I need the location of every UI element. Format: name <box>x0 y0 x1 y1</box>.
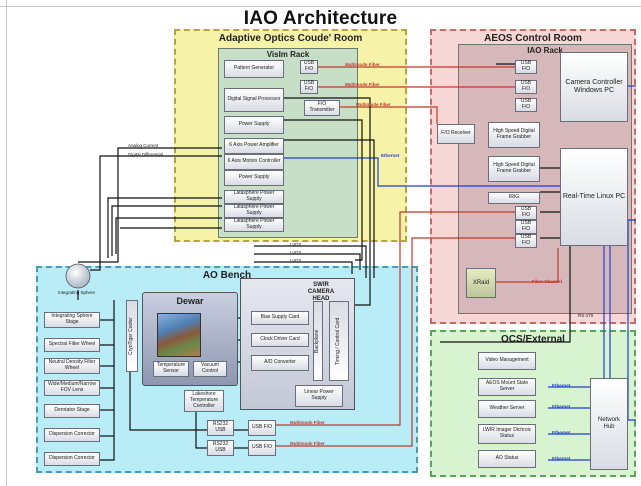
label-multimode-4: Multimode Fiber <box>290 420 325 425</box>
swir-title: SWIR CAMERA HEAD <box>307 282 335 303</box>
spectral-filter-wheel: Spectral Filter Wheel <box>44 338 100 352</box>
irig: IRIG <box>488 192 540 204</box>
power-supply-2: Power Supply <box>224 170 284 186</box>
top-ruler <box>0 0 641 7</box>
control-room-title: AEOS Control Room <box>484 33 582 44</box>
dispersion-corrector-2: Dispersion Corrector <box>44 452 100 466</box>
xraid: XRaid <box>466 268 496 298</box>
visim-usb-fo-1: USB F/O <box>300 60 318 74</box>
integrating-sphere-stage: Integrating Sphere Stage <box>44 312 100 328</box>
label-multimode-2: Multimode Fiber <box>345 82 380 87</box>
dispersion-corrector-1: Dispersion Corrector <box>44 428 100 442</box>
ad-converter: A/D Converter <box>251 355 309 371</box>
label-lvds-3: LVDS <box>290 258 302 263</box>
dewar-photo <box>157 313 201 357</box>
realtime-linux-pc: Real-Time Linux PC <box>560 148 628 246</box>
fiber-3 <box>340 106 438 124</box>
label-rs170: RS-170 <box>578 313 594 318</box>
aeos-mount-state-server: AEOS Mount State Server <box>478 378 536 396</box>
iao-usb-fo-4: USB F/O <box>515 206 537 220</box>
fibre-channel-wire <box>496 248 559 283</box>
label-lvds-2: LVDS <box>290 250 302 255</box>
iao-usb-fo-6: USB F/O <box>515 234 537 248</box>
label-analog-current: Analog Current <box>128 143 159 148</box>
lakeshore-controller: Lakeshore Temperature Controller <box>184 390 224 412</box>
frame-grabber-1: High Speed Digital Frame Grabber <box>488 122 540 148</box>
axis-power-amplifier: 6 Axis Power Amplifier <box>224 138 284 154</box>
lataphere-supply-3: Latasphere Power Supply <box>224 218 284 232</box>
iao-usb-fo-3: USB F/O <box>515 98 537 112</box>
derotator-stage: Derotator Stage <box>44 404 100 418</box>
rs232-usb-1: RS232 USB <box>207 420 234 436</box>
axis-motion-controller: 6 Axis Motion Controller <box>224 154 284 170</box>
bench-usb-fo-a: USB F/O <box>248 420 276 436</box>
analog-current-wire <box>78 147 222 263</box>
linear-power-supply: Linear Power Supply <box>295 385 343 407</box>
clock-driver-card: Clock Driver Card <box>251 333 309 347</box>
iao-usb-fo-1: USB F/O <box>515 60 537 74</box>
label-digital-differential: Digital Differential <box>128 152 164 157</box>
ocs-title: OCS/External <box>501 334 565 345</box>
integrating-sphere-icon <box>65 263 91 289</box>
label-ethernet-3: Ethernet <box>552 404 571 409</box>
network-hub: Network Hub <box>590 378 628 470</box>
digital-diff-wire <box>90 155 222 271</box>
label-fibre-channel: Fibre Channel <box>532 279 563 284</box>
label-lvds-1: LVDS <box>290 242 302 247</box>
label-ethernet-5: Ethernet <box>552 456 571 461</box>
nd-filter-wheel: Neutral Density Filter Wheel <box>44 358 100 374</box>
swir-camera-head: SWIR CAMERA HEAD Bias Supply Card Clock … <box>240 278 355 410</box>
lataphere-supply-1: Latasphere Power Supply <box>224 190 284 204</box>
label-multimode-1: Multimode Fiber <box>345 62 380 67</box>
temperature-sensor: Temperature Sensor <box>153 361 189 377</box>
lvds-wire-2 <box>254 261 353 274</box>
dewar-title: Dewar <box>176 296 204 306</box>
integrating-sphere-label: Integrating Sphere <box>58 290 96 295</box>
ao-status: AO Status <box>478 450 536 468</box>
rs232-usb-2: RS232 USB <box>207 440 234 456</box>
dewar: Dewar Temperature Sensor Vacuum Control <box>142 292 238 386</box>
fo-receiver: F/O Receiver <box>437 124 475 144</box>
power-supply-1: Power Supply <box>224 116 284 134</box>
lvds-wire-3 <box>254 245 367 278</box>
lvds-wire-1 <box>254 253 361 270</box>
bias-supply-card: Bias Supply Card <box>251 311 309 325</box>
label-multimode-3: Multimode Fiber <box>356 102 391 107</box>
fiber-5 <box>276 237 515 447</box>
lataphere-supply-2: Latasphere Power Supply <box>224 204 284 218</box>
ethernet-main <box>284 157 560 187</box>
cryotiger-cooler: CryoTiger Cooler <box>126 300 138 372</box>
label-ethernet-2: Ethernet <box>552 383 571 388</box>
video-management: Video Management <box>478 352 536 370</box>
digital-signal-processor: Digital Signal Processor <box>224 88 284 112</box>
weather-server: Weather Server <box>478 400 536 418</box>
fo-transmitter: F/O Transmitter <box>304 100 340 116</box>
camera-controller-pc: Camera Controller Windows PC <box>560 52 628 122</box>
fiber-4 <box>276 211 515 426</box>
backplane: Backplane <box>313 301 323 381</box>
diagram-title: IAO Architecture <box>243 8 398 29</box>
visim-usb-fo-2: USB F/O <box>300 80 318 94</box>
left-ruler <box>0 0 7 486</box>
timing-control-card: Timing / Control Card <box>329 301 349 381</box>
label-ethernet-4: Ethernet <box>552 430 571 435</box>
vacuum-control: Vacuum Control <box>193 361 227 377</box>
visim-rack-title: VisIm Rack <box>266 50 310 59</box>
label-ethernet-1: Ethernet <box>381 153 400 158</box>
iao-rack-title: IAO Rack <box>527 46 563 55</box>
coude-room-title: Adaptive Optics Coude' Room <box>218 33 363 44</box>
bench-usb-fo-b: USB F/O <box>248 440 276 456</box>
pattern-generator: Pattern Generator <box>224 60 284 78</box>
fov-lens: Wide/Medium/Narrow FOV Lens <box>44 380 100 396</box>
ao-bench-title: AO Bench <box>202 270 252 281</box>
iao-usb-fo-2: USB F/O <box>515 80 537 94</box>
frame-grabber-2: High Speed Digital Frame Grabber <box>488 156 540 182</box>
label-multimode-5: Multimode Fiber <box>290 441 325 446</box>
lwir-imager-status: LWIR Imager Dichroic Status <box>478 424 536 444</box>
iao-usb-fo-5: USB F/O <box>515 220 537 234</box>
